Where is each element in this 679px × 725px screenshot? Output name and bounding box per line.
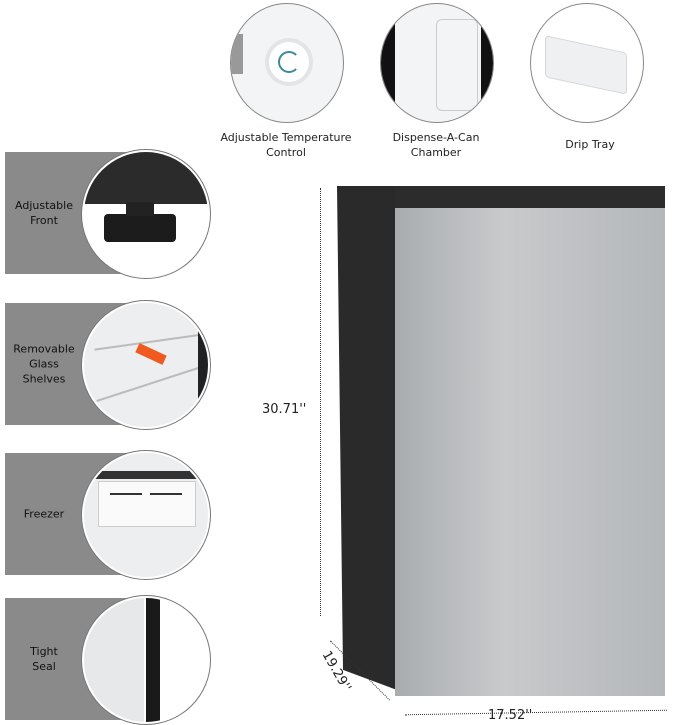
- freezer-image: [82, 451, 210, 579]
- feature-label-line: Chamber: [410, 146, 462, 159]
- arrow-icon: [135, 343, 167, 365]
- leveling-foot-image: [82, 150, 210, 278]
- feature-label: Removable Glass Shelves: [13, 342, 75, 386]
- freezer-compartment-icon: [98, 481, 196, 527]
- feature-label-line: Control: [266, 146, 306, 159]
- feature-label: Freezer: [23, 507, 65, 521]
- feature-label: Tight Seal: [30, 645, 58, 673]
- feature-label: Drip Tray: [510, 137, 670, 152]
- drip-tray-icon: [545, 35, 627, 95]
- width-dimension: 17.52'': [488, 708, 533, 723]
- leveling-foot-icon: [104, 214, 176, 242]
- temperature-dial-icon: [269, 42, 309, 82]
- door-seal-icon: [146, 598, 160, 722]
- dispense-a-can-image: [380, 3, 494, 123]
- fridge-side: [337, 186, 397, 690]
- glass-shelf-image: [82, 301, 210, 429]
- feature-label-line: Dispense-A-Can: [392, 131, 480, 144]
- width-dimension-line: [405, 709, 667, 716]
- feature-label: Adjustable Front: [15, 199, 73, 227]
- height-dimension: 30.71'': [262, 402, 307, 417]
- feature-label-line: Drip Tray: [565, 138, 615, 151]
- fridge-top-trim: [395, 186, 665, 208]
- height-dimension-line: [320, 188, 321, 616]
- door-seal-image: [82, 596, 210, 724]
- temperature-control-image: [230, 3, 344, 123]
- feature-label-line: Adjustable Temperature: [220, 131, 352, 144]
- can-dispenser-icon: [436, 19, 478, 111]
- fridge-door: [395, 186, 665, 696]
- drip-tray-image: [530, 3, 644, 123]
